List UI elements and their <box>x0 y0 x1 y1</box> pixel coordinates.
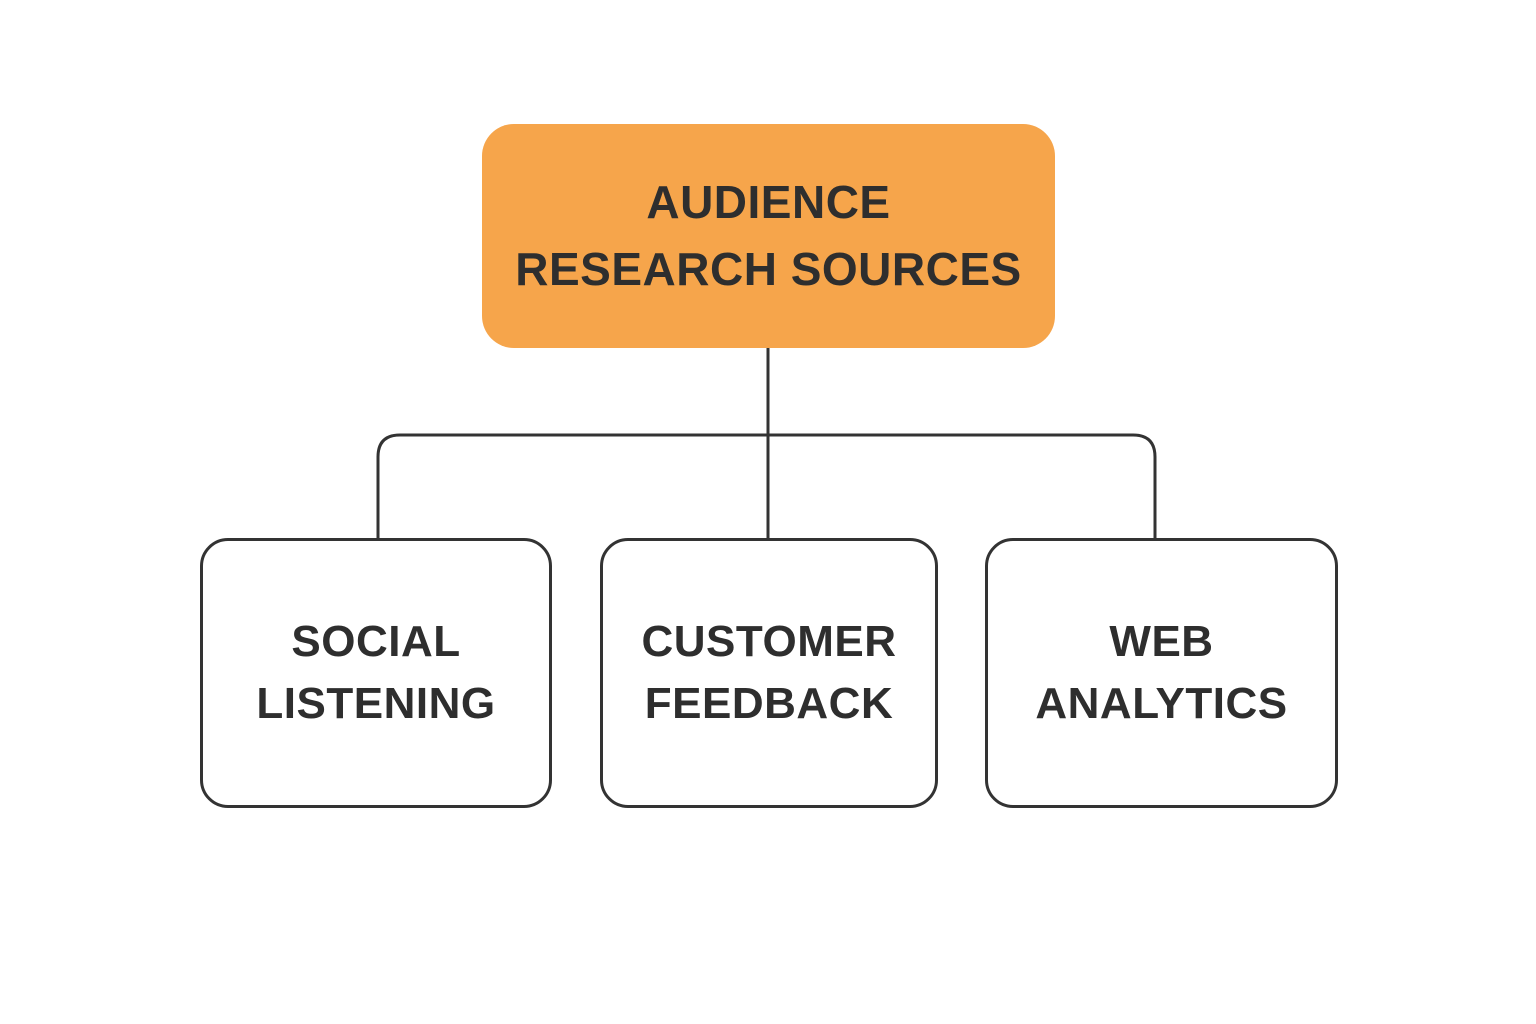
child-node-label: WEB ANALYTICS <box>1035 617 1288 728</box>
child-node-web-analytics: WEB ANALYTICS <box>985 538 1338 808</box>
child-node-label: CUSTOMER FEEDBACK <box>641 617 897 728</box>
child-node-social-listening: SOCIAL LISTENING <box>200 538 552 808</box>
root-node-audience-research-sources: AUDIENCE RESEARCH SOURCES <box>482 124 1055 348</box>
root-node-label: AUDIENCE RESEARCH SOURCES <box>515 176 1022 295</box>
child-node-label: SOCIAL LISTENING <box>256 617 496 728</box>
child-node-customer-feedback: CUSTOMER FEEDBACK <box>600 538 938 808</box>
